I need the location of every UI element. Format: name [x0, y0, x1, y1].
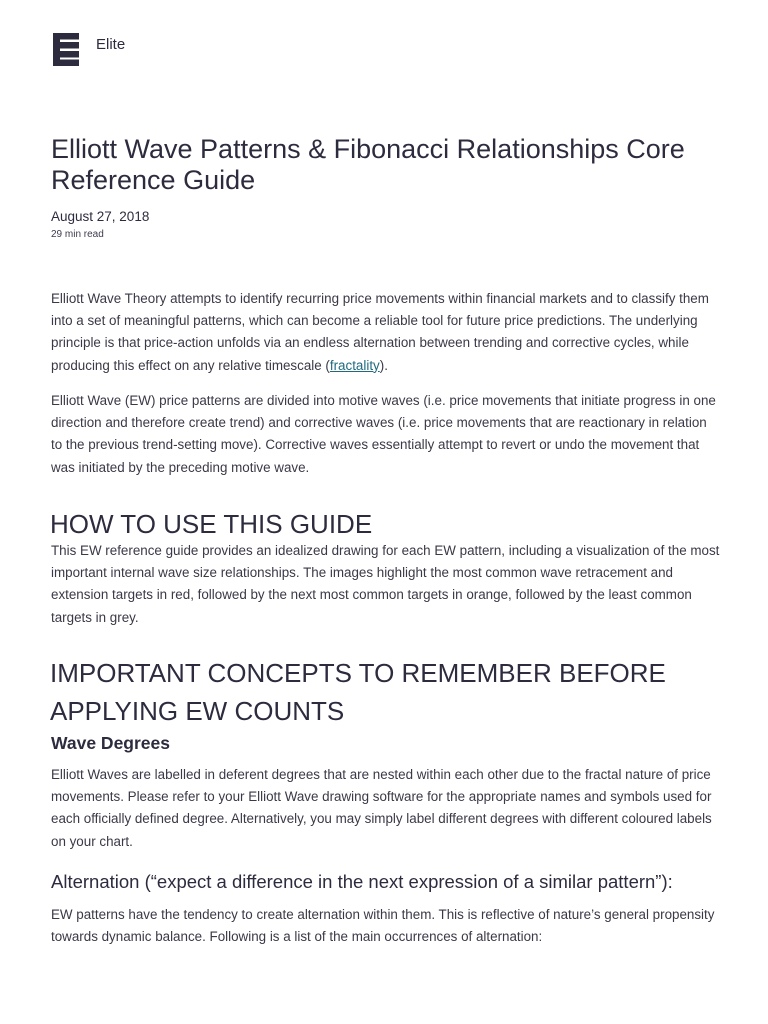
- intro-paragraph-2: Elliott Wave (EW) price patterns are div…: [51, 393, 716, 475]
- alternation-paragraph: EW patterns have the tendency to create …: [51, 907, 715, 945]
- wave-degrees-paragraph: Elliott Waves are labelled in deferent d…: [51, 767, 712, 849]
- read-time: 29 min read: [51, 229, 104, 240]
- brand-name[interactable]: Elite: [96, 36, 126, 53]
- alternation-heading: Alternation (“expect a difference in the…: [51, 871, 673, 892]
- fractality-link[interactable]: fractality: [329, 357, 380, 373]
- publish-date: August 27, 2018: [51, 209, 150, 224]
- intro-paragraph-1: Elliott Wave Theory attempts to identify…: [51, 288, 721, 377]
- wave-degrees-heading: Wave Degrees: [51, 733, 170, 753]
- intro-paragraph-1-end: ).: [379, 357, 388, 373]
- intro-paragraph-1-text: Elliott Wave Theory attempts to identify…: [51, 291, 709, 373]
- concepts-heading: IMPORTANT CONCEPTS TO REMEMBER BEFORE AP…: [50, 658, 666, 726]
- how-to-paragraph: This EW reference guide provides an idea…: [51, 543, 720, 625]
- how-to-heading: HOW TO USE THIS GUIDE: [50, 509, 373, 539]
- stacked-bars-logo-icon[interactable]: [53, 33, 79, 66]
- site-header[interactable]: Elite: [53, 33, 125, 66]
- article-title: Elliott Wave Patterns & Fibonacci Relati…: [51, 134, 685, 195]
